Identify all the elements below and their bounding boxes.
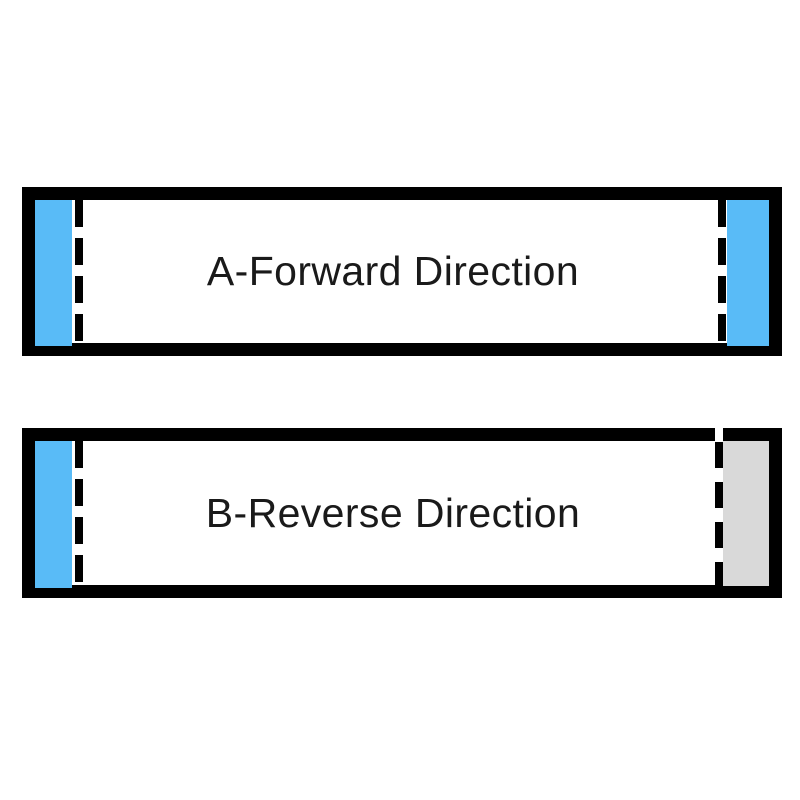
forward-right-blue-stripe bbox=[727, 200, 769, 346]
cable-diagram-forward: A-Forward Direction bbox=[22, 187, 782, 356]
reverse-direction-label: B-Reverse Direction bbox=[205, 489, 581, 536]
forward-left-dashed-line bbox=[75, 200, 83, 343]
forward-right-dashed-line bbox=[718, 200, 726, 343]
cable-diagram-reverse: B-Reverse Direction bbox=[22, 428, 782, 598]
reverse-left-dashed-line bbox=[75, 441, 83, 585]
reverse-right-gray-stripe bbox=[723, 441, 769, 586]
reverse-left-blue-stripe bbox=[35, 441, 72, 588]
forward-direction-label: A-Forward Direction bbox=[206, 248, 580, 294]
forward-left-blue-stripe bbox=[35, 200, 72, 346]
reverse-right-dashed-line bbox=[715, 428, 723, 585]
